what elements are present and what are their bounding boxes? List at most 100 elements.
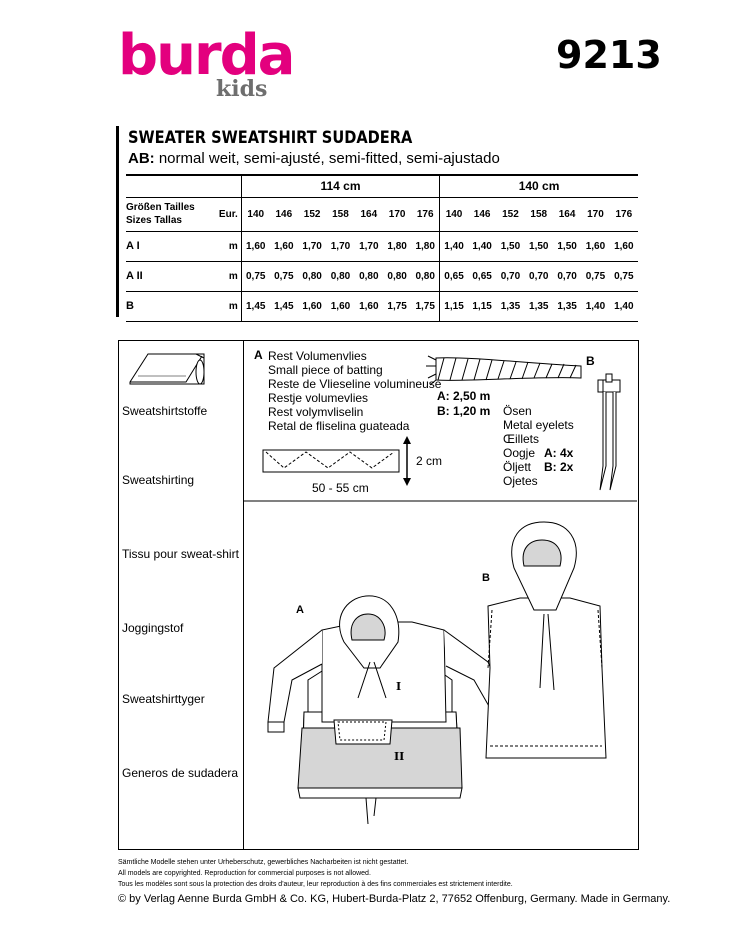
eur-label: Eur. (202, 196, 242, 232)
yardage-cell: 0,70 (524, 261, 553, 292)
yardage-cell: 1,60 (609, 231, 638, 262)
yardage-cell: 1,35 (496, 291, 525, 322)
yardage-cell: 1,80 (382, 231, 412, 262)
title-bar (116, 126, 119, 317)
row-label: A II (126, 261, 203, 292)
yardage-cell: 1,70 (297, 231, 327, 262)
size-header: 140 (439, 196, 468, 232)
notion-label-b: B (586, 354, 595, 368)
divider (243, 500, 637, 502)
yardage-cell: 1,60 (297, 291, 327, 322)
yardage-cell: 0,80 (411, 261, 440, 292)
size-header: 140 (240, 196, 270, 232)
yardage-cell: 0,80 (354, 261, 383, 292)
fabric-1: Sweatshirting (122, 473, 195, 487)
fabric-bolt-icon (129, 353, 205, 385)
vest-b-illustration (485, 521, 607, 759)
yardage-cell: 1,35 (552, 291, 582, 322)
yardage-cell: 0,80 (297, 261, 327, 292)
yardage-cell: 0,65 (467, 261, 497, 292)
yardage-cell: 1,60 (354, 291, 383, 322)
size-header: 176 (609, 196, 638, 232)
yardage-cell: 1,60 (240, 231, 270, 262)
view-label-b: B (482, 572, 490, 584)
yardage-cell: 1,75 (411, 291, 440, 322)
kids-logo: kids (216, 76, 268, 102)
size-header: 152 (496, 196, 525, 232)
row-unit: m (202, 231, 242, 262)
yardage-cell: 1,45 (240, 291, 270, 322)
size-header: 176 (411, 196, 440, 232)
yardage-cell: 1,40 (439, 231, 468, 262)
yardage-cell: 1,70 (354, 231, 383, 262)
batting-height: 2 cm (416, 454, 443, 468)
fabric-5: Generos de sudadera (122, 766, 239, 780)
fabric-3: Joggingstof (122, 621, 184, 635)
yardage-cell: 0,75 (581, 261, 610, 292)
size-header: 164 (552, 196, 582, 232)
height-arrow-icon (403, 436, 411, 486)
size-header: 158 (524, 196, 553, 232)
yardage-cell: 1,80 (411, 231, 440, 262)
row-label: A I (126, 231, 203, 262)
size-header: 170 (382, 196, 412, 232)
yardage-cell: 1,15 (439, 291, 468, 322)
yardage-cell: 0,65 (439, 261, 468, 292)
garment-title: SWEATER SWEATSHIRT SUDADERA (128, 128, 413, 148)
yardage-cell: 0,75 (609, 261, 638, 292)
eyelet-tool-icon (597, 373, 621, 491)
fabric-4: Sweatshirttyger (122, 692, 205, 706)
size-header: 164 (354, 196, 383, 232)
illustration-panel (242, 340, 639, 850)
yardage-cell: 1,40 (609, 291, 638, 322)
copyright-note-de: Sämtliche Modelle stehen unter Urhebersc… (118, 859, 409, 866)
fabric-2: Tissu pour sweat-shirt (122, 547, 239, 561)
yardage-cell: 1,60 (581, 231, 610, 262)
cord-icon (426, 355, 582, 386)
size-header: 158 (326, 196, 355, 232)
part-2-label: II (394, 750, 404, 763)
fabric-panel (118, 340, 244, 850)
yardage-cell: 1,75 (382, 291, 412, 322)
size-header: 152 (297, 196, 327, 232)
copyright-note-fr: Tous les modèles sont sous la protection… (118, 881, 513, 888)
size-header: 146 (467, 196, 497, 232)
chest-group-2: 140 cm (439, 174, 638, 197)
yardage-cell: 1,50 (524, 231, 553, 262)
chest-group-1: 114 cm (240, 174, 440, 197)
pattern-number: 9213 (556, 33, 662, 77)
yardage-cell: 1,45 (269, 291, 298, 322)
notion-label-a: A (254, 348, 263, 362)
row-unit: m (202, 291, 242, 322)
yardage-cell: 0,75 (269, 261, 298, 292)
yardage-cell: 0,70 (552, 261, 582, 292)
yardage-cell: 0,80 (382, 261, 412, 292)
yardage-cell: 1,15 (467, 291, 497, 322)
row-label: B (126, 291, 203, 322)
yardage-cell: 1,60 (269, 231, 298, 262)
yardage-cell: 0,75 (240, 261, 270, 292)
yardage-cell: 1,40 (581, 291, 610, 322)
fit-description: AB: normal weit, semi-ajusté, semi-fitte… (128, 150, 500, 167)
yardage-cell: 1,50 (496, 231, 525, 262)
fabric-0: Sweatshirtstoffe (122, 404, 208, 418)
burda-logo: burda (118, 23, 295, 88)
yardage-cell: 0,80 (326, 261, 355, 292)
row-unit: m (202, 261, 242, 292)
yardage-cell: 1,40 (467, 231, 497, 262)
yardage-cell: 0,70 (496, 261, 525, 292)
size-header: 170 (581, 196, 610, 232)
batting-width: 50 - 55 cm (312, 481, 369, 495)
yardage-cell: 1,50 (552, 231, 582, 262)
yardage-cell: 1,35 (524, 291, 553, 322)
yardage-cell: 1,60 (326, 291, 355, 322)
copyright-note-en: All models are copyrighted. Reproduction… (118, 870, 371, 877)
